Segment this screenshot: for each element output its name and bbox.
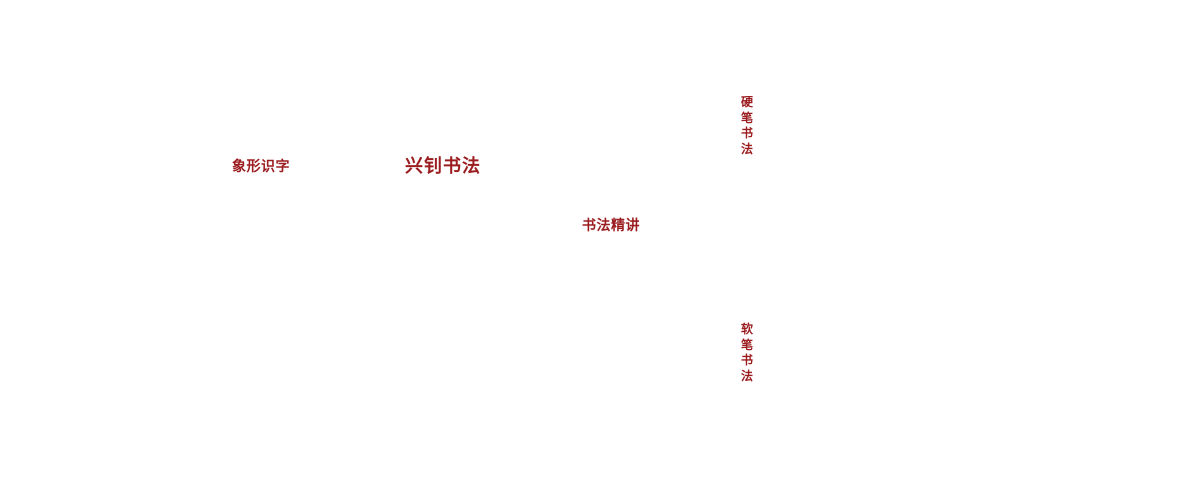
nav-item-pictograph[interactable]: 象形识字 <box>232 159 290 175</box>
nav-item-hard-pen[interactable]: 硬笔书法 <box>740 95 753 156</box>
nav-item-soft-brush[interactable]: 软笔书法 <box>740 322 753 383</box>
brand-title: 兴钊书法 <box>405 156 481 177</box>
nav-item-lecture[interactable]: 书法精讲 <box>582 218 640 234</box>
